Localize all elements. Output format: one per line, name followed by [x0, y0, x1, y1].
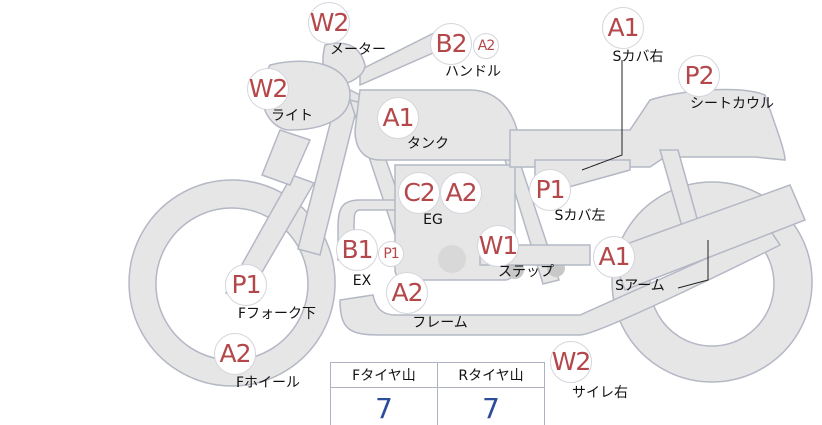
- tank-grade-badge: A1: [377, 97, 419, 139]
- seat-cowl-shape: [509, 88, 786, 168]
- front-tire-value: 7: [330, 387, 438, 425]
- silencer-right-label: サイレ右: [572, 385, 628, 401]
- engine-sub-grade-badge: A2: [440, 172, 482, 214]
- silencer-right-grade-badge: W2: [550, 341, 592, 383]
- front-wheel-label: Fホイール: [235, 375, 301, 391]
- meter-label: メーター: [330, 42, 386, 58]
- engine-label: EG: [423, 212, 443, 228]
- s-cover-left-label: Sカバ左: [554, 208, 606, 224]
- rear-tire-value: 7: [437, 387, 545, 425]
- frame-tubes: [297, 83, 361, 256]
- swing-arm-grade-badge: A1: [593, 236, 635, 278]
- front-wheel-grade-badge: A2: [214, 333, 256, 375]
- s-cover-right-grade-badge: A1: [602, 7, 644, 49]
- meter-grade-badge: W2: [308, 2, 350, 44]
- engine-grade-badge: C2: [398, 172, 440, 214]
- seat-cowl-label: シートカウル: [690, 96, 774, 112]
- s-cover-left-grade-badge: P1: [529, 169, 571, 211]
- frame-grade-badge: A2: [386, 272, 428, 314]
- handle-label: ハンドル: [445, 64, 501, 80]
- s-cover-right-label: Sカバ右: [612, 49, 664, 65]
- step-label: ステップ: [498, 264, 554, 280]
- light-label: ライト: [271, 108, 313, 124]
- handle-sub-grade-badge: A2: [473, 33, 499, 59]
- exhaust-grade-badge: B1: [336, 229, 378, 271]
- tire-tread-table: Fタイヤ山 Rタイヤ山 7 7: [330, 362, 545, 425]
- front-tire-header: Fタイヤ山: [330, 362, 438, 388]
- rear-tire-header: Rタイヤ山: [437, 362, 545, 388]
- swing-arm-label: Sアーム: [615, 278, 665, 294]
- step-grade-badge: W1: [477, 225, 519, 267]
- light-grade-badge: W2: [247, 68, 289, 110]
- frame-label: フレーム: [412, 315, 468, 331]
- handle-grade-badge: B2: [430, 23, 472, 65]
- front-fork-label: Fフォーク下: [237, 306, 317, 322]
- front-fork-grade-badge: P1: [225, 264, 267, 306]
- exhaust-label: EX: [352, 273, 372, 289]
- tank-label: タンク: [407, 136, 449, 152]
- exhaust-sub-grade-badge: P1: [378, 241, 404, 267]
- seat-cowl-grade-badge: P2: [678, 55, 720, 97]
